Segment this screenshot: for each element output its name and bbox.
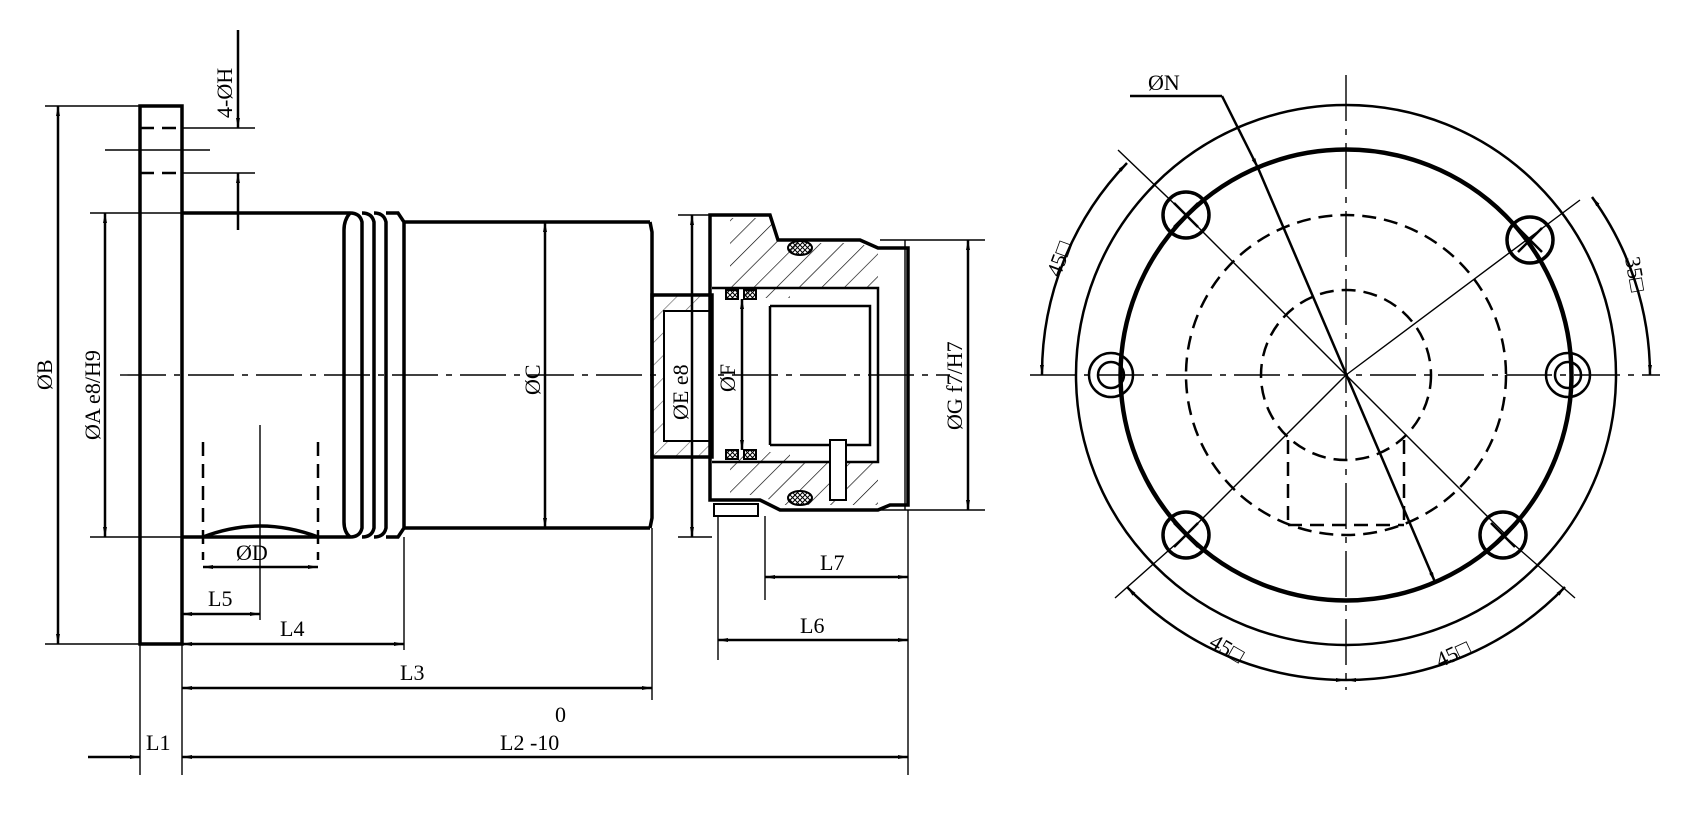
dim-phi-f: ØF (715, 364, 740, 392)
hidden-bore-circle (1184, 213, 1508, 537)
end-cap (708, 213, 910, 512)
dim-l1: L1 (146, 730, 170, 755)
flange-outline (138, 104, 184, 646)
dim-phi-e: ØE e8 (668, 364, 693, 420)
hidden-rod-circle (1259, 288, 1433, 462)
dim-phi-g: ØG f7/H7 (942, 341, 967, 430)
side-view: ØB ØA e8/H9 4-ØH ØC ØE e8 ØF (32, 30, 985, 775)
angle-35-tr: 35□ (1620, 255, 1651, 294)
dim-l4: L4 (280, 616, 304, 641)
bolt-hole-tr (1505, 215, 1555, 265)
dim-phi-d: ØD (236, 540, 268, 565)
angle-arc-bl (1126, 586, 1347, 683)
dim-l6: L6 (800, 613, 824, 638)
angle-arc-tr (1590, 196, 1652, 376)
dim-l7: L7 (820, 550, 844, 575)
dim-phi-b: ØB (32, 359, 57, 390)
dim-l5: L5 (208, 586, 232, 611)
dim-l3: L3 (400, 660, 424, 685)
dim-l2-tol: 0 (555, 702, 566, 727)
dim-phi-a: ØA e8/H9 (80, 350, 105, 440)
angle-arc-tl (1039, 162, 1128, 376)
dim-l2: L2 -10 (500, 730, 559, 755)
angle-arc-br (1345, 586, 1566, 683)
dim-phi-c: ØC (520, 364, 545, 395)
dim-phi-h: 4-ØH (212, 68, 237, 118)
dim-phi-n: ØN (1148, 70, 1180, 95)
cylinder-body (182, 211, 350, 539)
front-view: ØN 45□ 35□ 45□ 45□ (1030, 70, 1660, 690)
port-right (1544, 351, 1592, 399)
